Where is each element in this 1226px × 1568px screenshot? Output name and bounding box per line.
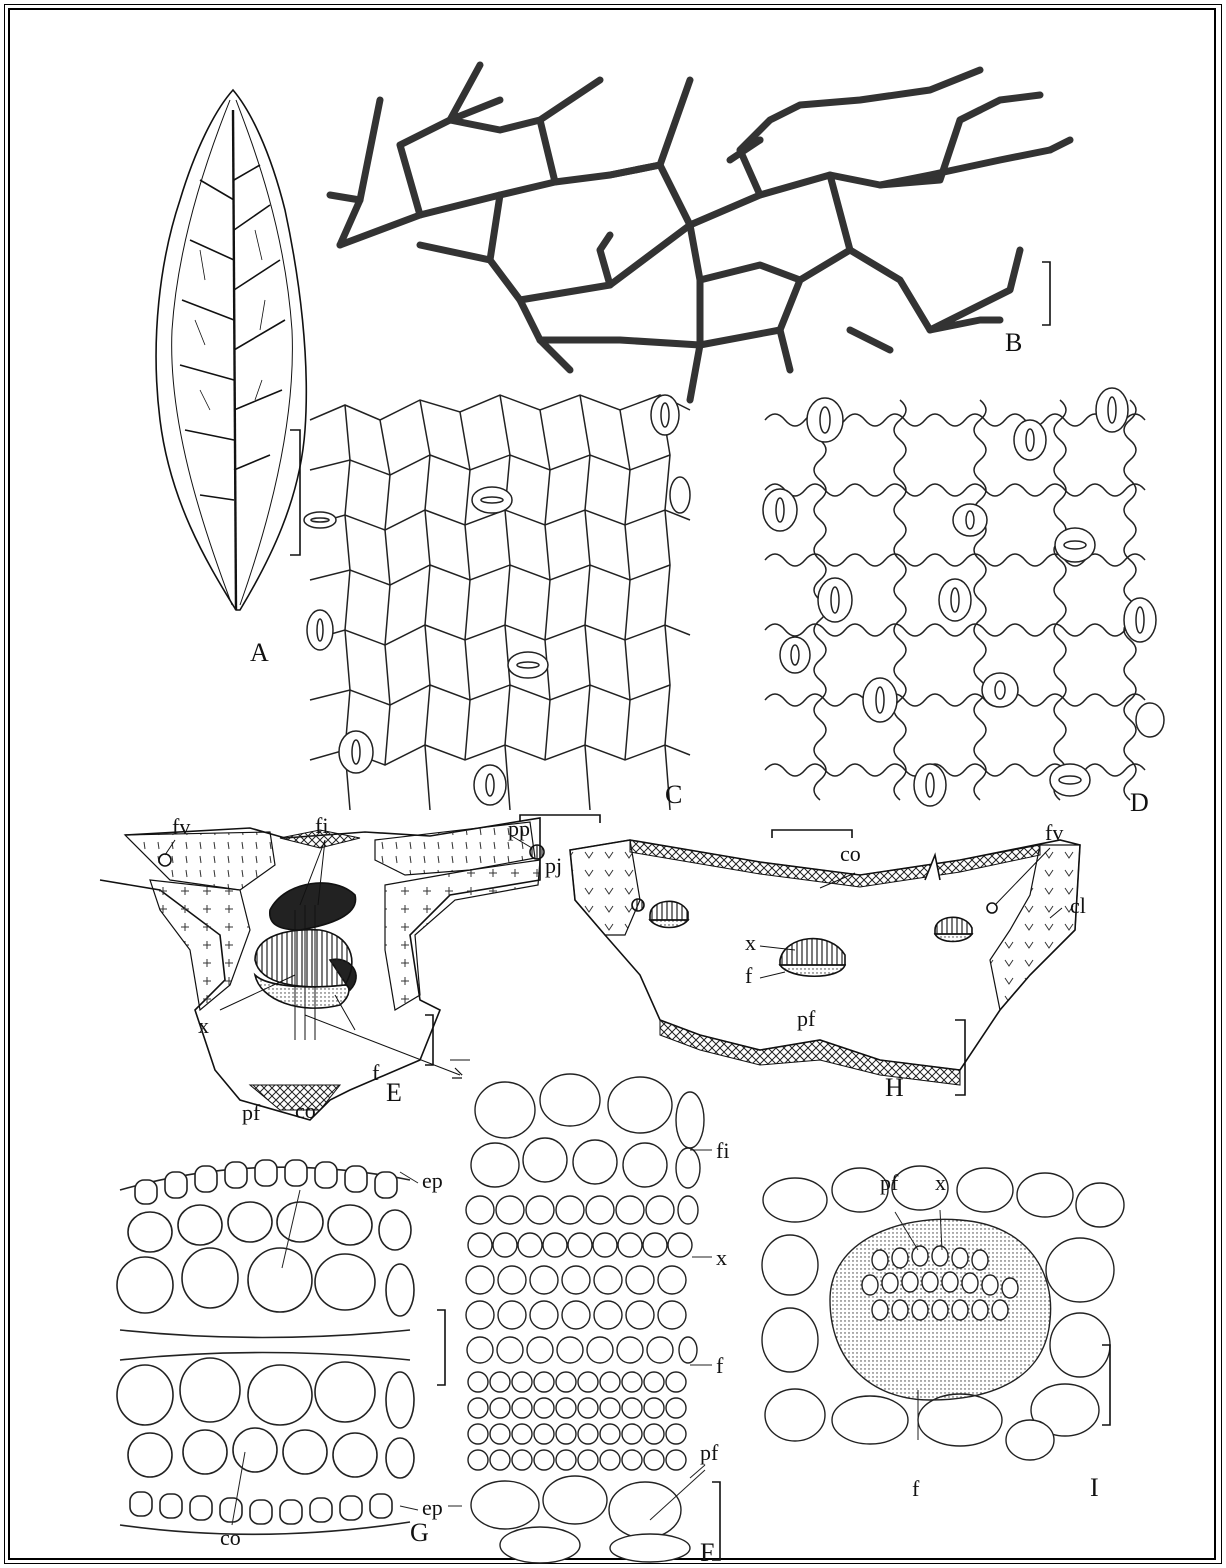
label-f-f: f bbox=[716, 1355, 723, 1377]
label-e-x: x bbox=[198, 1015, 209, 1037]
panel-label-i: I bbox=[1090, 1475, 1099, 1501]
panel-e-section bbox=[100, 818, 544, 1120]
label-i-pf: pf bbox=[880, 1172, 898, 1194]
panel-g-scale-bar bbox=[437, 1310, 445, 1385]
label-e-co: co bbox=[295, 1100, 316, 1122]
panel-label-f: F bbox=[700, 1540, 714, 1566]
panel-b-scale-bar bbox=[1042, 262, 1050, 325]
panel-d-scale-bar bbox=[772, 830, 852, 838]
label-i-x: x bbox=[935, 1172, 946, 1194]
label-f-x: x bbox=[716, 1247, 727, 1269]
panel-label-b: B bbox=[1005, 330, 1022, 356]
label-e-pp: pp bbox=[508, 818, 530, 840]
panel-c-stomata bbox=[304, 395, 690, 805]
label-h-f: f bbox=[745, 965, 752, 987]
label-h-x: x bbox=[745, 932, 756, 954]
label-h-pf: pf bbox=[797, 1008, 815, 1030]
label-g-ep-top: ep bbox=[422, 1170, 443, 1192]
panel-d-stomata bbox=[763, 388, 1164, 806]
panel-h-section bbox=[570, 840, 1080, 1085]
panel-label-d: D bbox=[1130, 790, 1149, 816]
panel-label-c: C bbox=[665, 782, 682, 808]
label-e-fi: fi bbox=[315, 815, 328, 837]
label-e-pf: pf bbox=[242, 1102, 260, 1124]
label-e-pj: pj bbox=[545, 855, 562, 877]
panel-a-scale-bar bbox=[290, 430, 300, 555]
label-f-fi: fi bbox=[716, 1140, 729, 1162]
panel-label-h: H bbox=[885, 1075, 904, 1101]
label-i-f: f bbox=[912, 1478, 919, 1500]
panel-label-a: A bbox=[250, 640, 269, 666]
label-h-fv: fv bbox=[1045, 822, 1063, 844]
label-g-ep-bottom: ep bbox=[422, 1497, 443, 1519]
label-h-cl: cl bbox=[1070, 895, 1086, 917]
panel-a-leaf bbox=[156, 90, 306, 610]
label-e-fv: fv bbox=[172, 816, 190, 838]
panel-f-tissue bbox=[448, 1074, 712, 1563]
panel-b-venation bbox=[330, 65, 1070, 400]
panel-g-tissue bbox=[117, 1160, 418, 1534]
panel-i-tissue bbox=[762, 1166, 1124, 1460]
label-e-f: f bbox=[372, 1062, 379, 1084]
label-h-co: co bbox=[840, 843, 861, 865]
label-f-pf: pf bbox=[700, 1442, 718, 1464]
panel-label-e: E bbox=[386, 1080, 402, 1106]
panel-label-g: G bbox=[410, 1520, 429, 1546]
label-g-co-bottom: co bbox=[220, 1527, 241, 1549]
